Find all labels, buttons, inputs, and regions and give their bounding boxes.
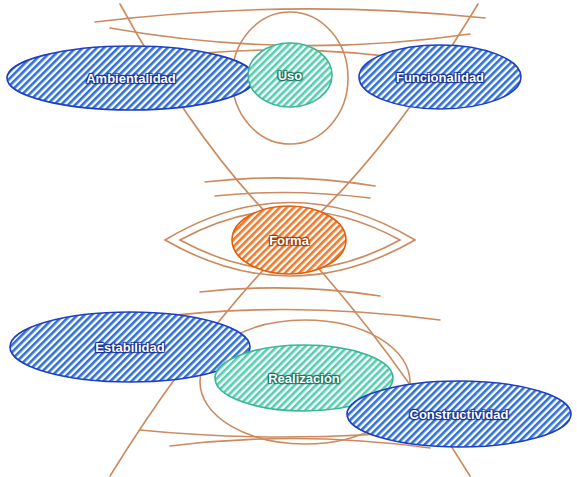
sketch-circle [232,12,348,144]
node-label: Forma [269,233,309,248]
hatched-ellipse: Forma [231,205,347,275]
hatched-ellipse: Constructividad [346,380,572,448]
sketch-line [215,192,370,198]
label-holder: Funcionalidad [358,44,522,110]
label-holder: Ambientalidad [6,45,256,111]
ellipse-shape [248,43,332,107]
label-holder: Forma [231,205,347,275]
hatched-ellipse: Estabilidad [9,311,251,383]
ellipse-shape [347,381,571,447]
node-label: Constructividad [410,407,509,422]
label-holder: Uso [247,42,333,108]
ellipse-shape [7,46,255,110]
node-label: Uso [278,68,303,83]
sketch-line [200,288,380,296]
node-label: Ambientalidad [86,71,176,86]
sketch-line [95,9,485,22]
hatched-ellipse: Funcionalidad [358,44,522,110]
ellipse-shape [359,45,521,109]
hatched-ellipse: Ambientalidad [6,45,256,111]
ellipse-shape [232,206,346,274]
ellipse-shape [10,312,250,382]
sketch-line [205,178,375,186]
node-label: Estabilidad [95,340,164,355]
node-label: Realización [268,371,340,386]
sketch-lens [165,203,415,277]
node-label: Funcionalidad [396,70,484,85]
label-holder: Estabilidad [9,311,251,383]
hatched-ellipse: Uso [247,42,333,108]
label-holder: Constructividad [346,380,572,448]
